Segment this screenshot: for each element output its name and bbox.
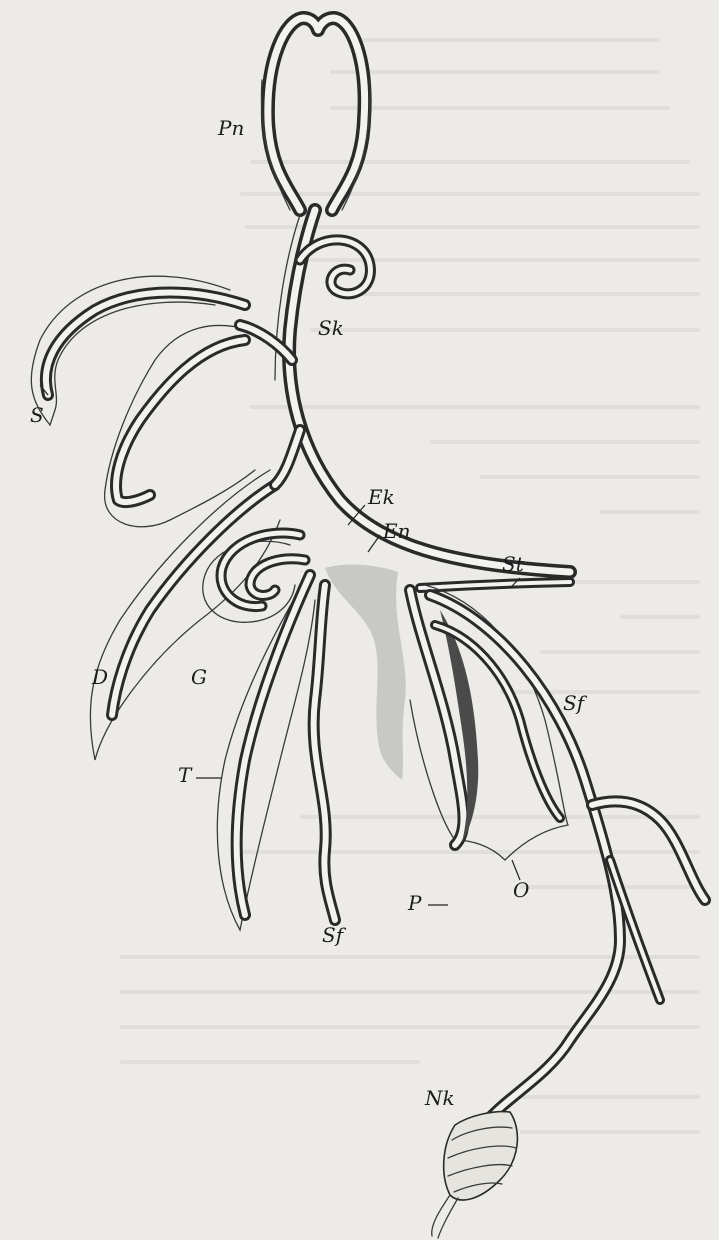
label-st: St <box>502 554 524 574</box>
label-o: O <box>513 880 529 900</box>
sk-curl <box>300 240 370 294</box>
sf-right-strand <box>430 595 705 1130</box>
label-sf-right: Sf <box>563 693 584 713</box>
shaded-stalk <box>325 565 406 780</box>
main-trunk <box>275 210 570 572</box>
label-sf-bottom: Sf <box>322 925 343 945</box>
label-sk: Sk <box>318 318 344 338</box>
t-lobe <box>217 575 315 930</box>
st-tubes <box>420 582 570 588</box>
leader-o <box>512 860 520 880</box>
pn-loop <box>261 18 370 210</box>
label-p: P <box>408 893 421 913</box>
label-ek: Ek <box>368 487 395 507</box>
label-t: T <box>178 765 191 785</box>
label-nk: Nk <box>425 1088 455 1108</box>
s-lobe-tube <box>46 293 245 503</box>
label-d: D <box>92 667 108 687</box>
sf-bottom-strand <box>314 585 335 920</box>
leader-en <box>368 535 380 552</box>
label-en: En <box>383 521 410 541</box>
label-g: G <box>191 667 207 687</box>
nk-spiral <box>432 1112 518 1238</box>
label-s: S <box>30 405 44 425</box>
label-pn: Pn <box>218 118 244 138</box>
